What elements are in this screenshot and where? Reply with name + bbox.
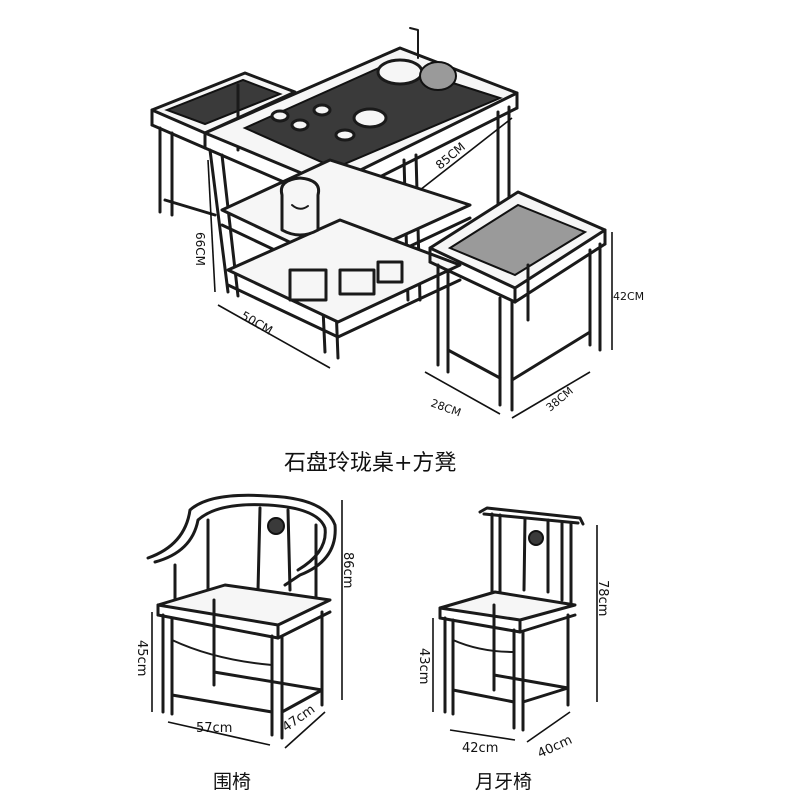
armchair bbox=[146, 493, 337, 740]
stool-height-label: 42CM bbox=[613, 290, 644, 303]
armchair-width-label: 57cm bbox=[196, 721, 232, 736]
armchair-seat-height-label: 45cm bbox=[134, 640, 149, 676]
crescent-chair-caption: 月牙椅 bbox=[475, 771, 532, 793]
crescent-chair-height-label: 78cm bbox=[595, 580, 610, 616]
crescent-chair-width-label: 42cm bbox=[462, 741, 498, 756]
table-height-label: 66CM bbox=[193, 232, 207, 266]
stool-depth-label: 38CM bbox=[544, 384, 576, 414]
crescent-chair-depth-label: 40cm bbox=[535, 733, 574, 762]
crescent-chair-dimension-lines bbox=[432, 525, 598, 743]
table-depth-label: 50CM bbox=[239, 308, 275, 337]
table-frame bbox=[208, 105, 511, 360]
armchair-height-label: 86cm bbox=[340, 552, 355, 588]
armchair-depth-label: 47cm bbox=[280, 702, 318, 735]
armchair-caption: 围椅 bbox=[213, 771, 251, 793]
crescent-chair bbox=[438, 506, 585, 732]
armchair-dimension-lines bbox=[151, 500, 343, 749]
table-top bbox=[203, 27, 519, 204]
stool-dimension-lines bbox=[424, 232, 613, 419]
table-set-caption: 石盘玲珑桌+方凳 bbox=[284, 451, 456, 476]
table-dimension-lines bbox=[207, 117, 513, 369]
crescent-chair-seat-height-label: 43cm bbox=[416, 648, 431, 684]
tea-table: 85CM 66CM 50CM bbox=[150, 27, 519, 369]
square-stool bbox=[428, 190, 607, 412]
stool-width-label: 28CM bbox=[429, 397, 463, 420]
